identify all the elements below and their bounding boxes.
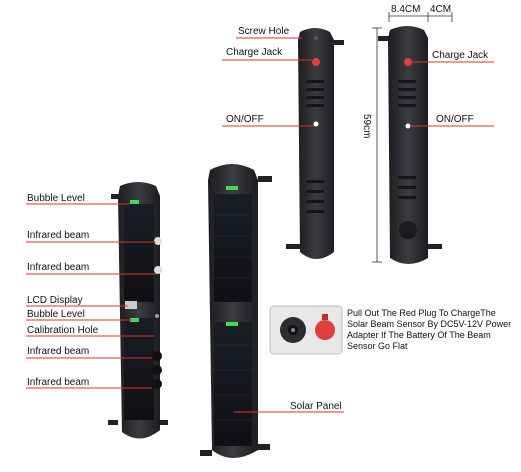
on-off-switch	[405, 123, 411, 129]
green-indicator	[130, 318, 139, 322]
label-on-off-right: ON/OFF	[436, 114, 474, 125]
label-infrared-beam-3: Infrared beam	[27, 346, 90, 357]
device-back-right	[378, 26, 442, 264]
label-bubble-level-1: Bubble Level	[27, 193, 85, 204]
green-indicator	[226, 322, 238, 326]
charging-instructions: Pull Out The Red Plug To ChargeThe Solar…	[347, 308, 512, 351]
device-front-beams	[108, 182, 168, 439]
label-bubble-level-2: Bubble Level	[27, 309, 85, 320]
dimension-height: 59cm	[361, 114, 372, 139]
charge-jack-plug	[404, 58, 412, 66]
label-on-off-left: ON/OFF	[226, 114, 264, 125]
on-off-switch	[313, 121, 319, 127]
charge-jack-plug	[312, 58, 320, 66]
red-plug-photo	[269, 305, 343, 355]
device-front-solar	[200, 164, 272, 458]
label-charge-jack-right: Charge Jack	[432, 50, 489, 61]
green-indicator	[130, 200, 139, 204]
dimension-width-1: 8.4CM	[391, 4, 421, 15]
green-indicator	[226, 186, 238, 190]
label-calibration-hole: Calibration Hole	[27, 325, 99, 336]
callout-lines	[26, 37, 494, 413]
speaker-grille	[399, 221, 417, 239]
label-solar-panel: Solar Panel	[290, 401, 342, 412]
label-lcd-display: LCD Display	[27, 295, 83, 306]
label-screw-hole: Screw Hole	[238, 26, 290, 37]
label-infrared-beam-1: Infrared beam	[27, 230, 90, 241]
label-charge-jack-left: Charge Jack	[226, 47, 283, 58]
label-infrared-beam-4: Infrared beam	[27, 377, 90, 388]
dimension-width-2: 4CM	[430, 4, 452, 15]
dimension-lines	[372, 12, 453, 263]
device-back-left	[286, 28, 344, 259]
label-infrared-beam-2: Infrared beam	[27, 262, 90, 273]
